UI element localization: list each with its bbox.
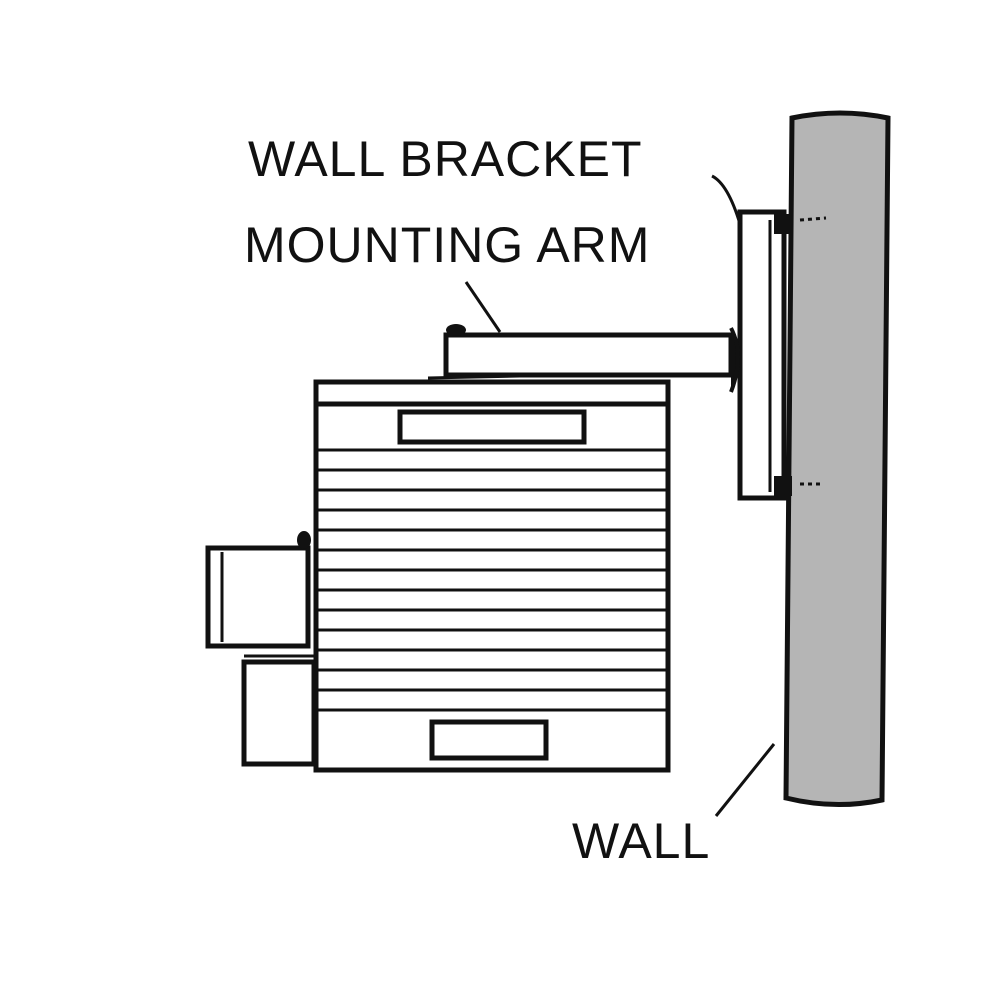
mounting-arm-label: MOUNTING ARM bbox=[244, 217, 650, 273]
mounting-arm-leader bbox=[464, 281, 502, 333]
wall-leader bbox=[714, 743, 776, 817]
cooling-fins bbox=[318, 448, 666, 712]
wall-label: WALL bbox=[572, 813, 710, 869]
wall-bracket bbox=[737, 209, 827, 501]
wall bbox=[783, 110, 891, 807]
wall-bracket-label: WALL BRACKET bbox=[248, 131, 643, 187]
wall-bracket-leader bbox=[711, 174, 742, 225]
heater-unit bbox=[205, 374, 671, 773]
mounting-arm bbox=[443, 324, 740, 393]
